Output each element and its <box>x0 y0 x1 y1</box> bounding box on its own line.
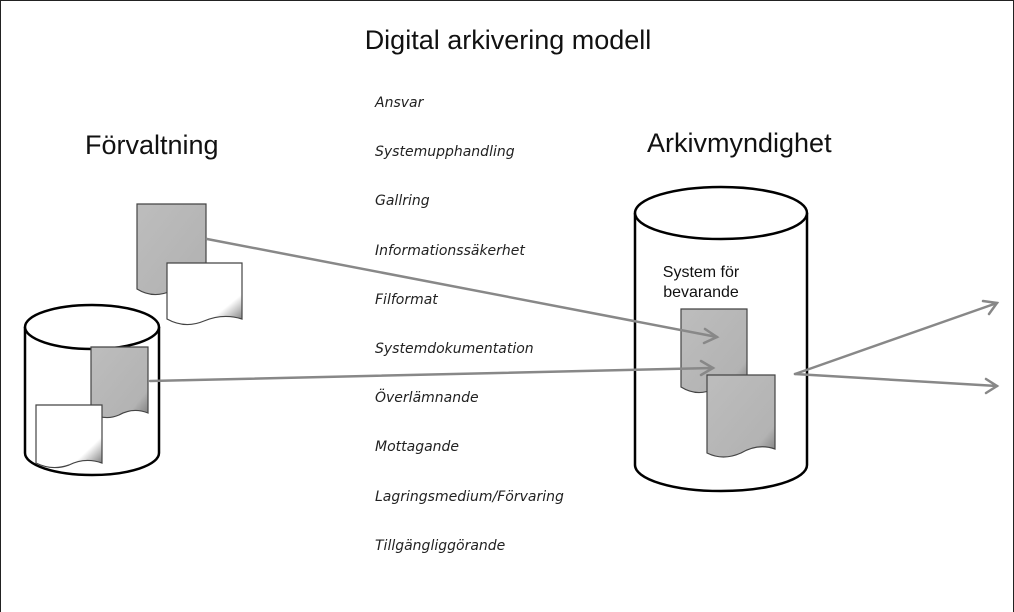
output-arrow-lower <box>793 372 1000 395</box>
output-arrow-upper <box>793 299 1000 376</box>
topic-item: Systemdokumentation <box>375 340 534 357</box>
document-icon <box>35 404 103 469</box>
topic-item: Ansvar <box>375 95 424 111</box>
topic-item: Systemupphandling <box>375 144 515 161</box>
administration-heading: Förvaltning <box>85 130 219 160</box>
preservation-system-label-line2: bevarande <box>663 284 739 301</box>
preservation-system-label: System för bevarande <box>649 263 753 303</box>
left-cylinder-top <box>23 303 161 351</box>
topic-item: Tillgängliggörande <box>375 537 506 554</box>
topic-item: Överlämnande <box>375 390 479 407</box>
topic-item: Filformat <box>375 291 438 308</box>
right-cylinder-top <box>633 185 809 241</box>
transfer-arrow-top <box>205 237 720 345</box>
topic-item: Mottagande <box>375 439 460 456</box>
document-icon <box>166 262 243 326</box>
topic-item: Lagringsmedium/Förvaring <box>375 488 564 505</box>
preservation-system-label-line1: System för <box>662 264 740 281</box>
archive-authority-heading: Arkivmyndighet <box>647 128 832 158</box>
topic-list: Ansvar Systemupphandling Gallring Inform… <box>375 95 564 587</box>
topic-item: Informationssäkerhet <box>375 242 525 259</box>
transfer-arrow-bottom <box>148 359 716 383</box>
diagram-title: Digital arkivering modell <box>364 25 652 55</box>
document-icon <box>706 374 776 458</box>
topic-item: Gallring <box>375 193 430 210</box>
